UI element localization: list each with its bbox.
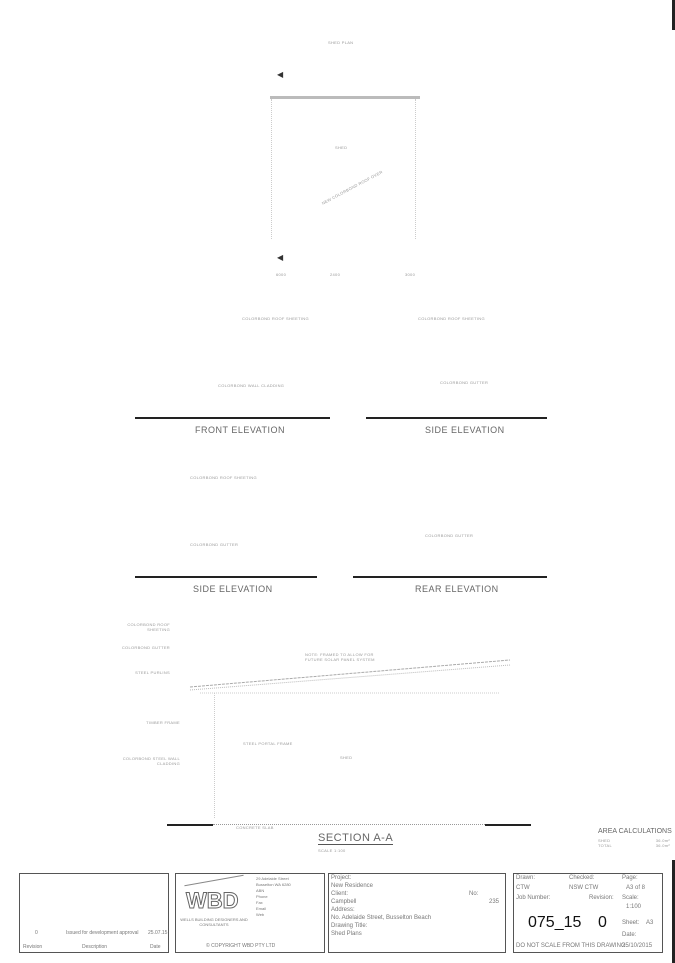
slab-line bbox=[213, 824, 485, 825]
header: Checked: bbox=[569, 875, 595, 881]
header: Revision: bbox=[589, 895, 614, 901]
dimension: 2400 bbox=[330, 272, 341, 277]
area-label: TOTAL bbox=[598, 843, 613, 848]
ground-line bbox=[485, 824, 531, 826]
note: COLORBOND ROOF SHEETING bbox=[127, 622, 170, 632]
project-box: Project: New Residence Client: Campbell … bbox=[328, 873, 506, 953]
plan-wall bbox=[270, 96, 420, 99]
revision-number: 0 bbox=[598, 914, 607, 931]
note: COLORBOND ROOF SHEETING bbox=[418, 316, 485, 321]
section-marker-icon: ◀ bbox=[277, 70, 284, 79]
sheet-edge bbox=[672, 0, 675, 30]
contact-line: Phone bbox=[256, 894, 268, 899]
contact-line: ABN bbox=[256, 888, 265, 893]
scale: 1:100 bbox=[626, 904, 642, 910]
rev-date: 25.07.15 bbox=[148, 930, 168, 936]
header: Address: bbox=[331, 907, 355, 913]
note: COLORBOND GUTTER bbox=[440, 380, 489, 385]
header: Drawn: bbox=[516, 875, 536, 881]
header: Page: bbox=[622, 875, 638, 881]
note: STEEL PORTAL FRAME bbox=[243, 741, 293, 746]
ground-line bbox=[135, 417, 330, 419]
note: NOTE: FRAMED TO ALLOW FOR FUTURE SOLAR P… bbox=[305, 652, 375, 662]
plan-room: SHED bbox=[335, 145, 348, 150]
address: No. Adelaide Street, Busselton Beach bbox=[331, 915, 432, 921]
header: Date: bbox=[622, 932, 637, 938]
client-name: Campbell bbox=[331, 899, 357, 905]
company-name: WELLS BUILDING DESIGNERS AND CONSULTANTS bbox=[180, 917, 248, 927]
note: COLORBOND WALL CLADDING bbox=[218, 383, 285, 388]
revision-box: 0 Issued for development approval 25.07.… bbox=[19, 873, 169, 953]
area-value: 36.0m² bbox=[655, 838, 670, 843]
header: Description bbox=[82, 944, 108, 950]
header: Job Number: bbox=[516, 895, 551, 901]
contact-line: 29 Adelaide Street bbox=[256, 876, 289, 881]
plan-title: SHED PLAN bbox=[328, 40, 354, 45]
header: Date bbox=[150, 944, 161, 950]
area-label: SHED bbox=[598, 838, 611, 843]
front-elevation-title: FRONT ELEVATION bbox=[195, 425, 286, 435]
area-title: AREA CALCULATIONS bbox=[598, 828, 672, 835]
wall-line bbox=[214, 693, 215, 818]
side-elevation-title: SIDE ELEVATION bbox=[193, 584, 273, 594]
roof-line bbox=[189, 659, 511, 694]
note: COLORBOND GUTTER bbox=[425, 533, 474, 538]
contact-line: Fax bbox=[256, 900, 263, 905]
dimension: 3000 bbox=[405, 272, 416, 277]
note: CONCRETE SLAB bbox=[236, 825, 274, 830]
header: Project: bbox=[331, 875, 352, 881]
note: COLORBOND GUTTER bbox=[190, 542, 239, 547]
section-marker-icon: ◀ bbox=[277, 253, 284, 262]
header: Sheet: bbox=[622, 920, 640, 926]
contact-line: Web bbox=[256, 912, 265, 917]
note: STEEL PURLINS bbox=[135, 670, 170, 675]
drawing-title: Shed Plans bbox=[331, 931, 362, 937]
job-box: Drawn: CTW Checked: NSW CTW Page: A3 of … bbox=[513, 873, 663, 953]
side-elevation-title: SIDE ELEVATION bbox=[425, 425, 505, 435]
note: COLORBOND STEEL WALL CLADDING bbox=[122, 756, 180, 766]
wbd-logo: WBD bbox=[186, 888, 240, 914]
header: No: bbox=[469, 891, 479, 897]
sheet: A3 bbox=[646, 920, 654, 926]
project-fields: Project: New Residence Client: Campbell … bbox=[331, 874, 431, 938]
sheet-edge bbox=[672, 860, 675, 963]
company-contact: 29 Adelaide Street Busselton WA 6280 ABN… bbox=[256, 876, 291, 918]
rear-elevation-title: REAR ELEVATION bbox=[415, 584, 499, 594]
rev-number: 0 bbox=[35, 930, 38, 936]
header: Drawing Title: bbox=[331, 923, 368, 929]
lot-number: 235 bbox=[489, 899, 500, 905]
page: A3 of 8 bbox=[626, 885, 646, 891]
section-room: SHED bbox=[340, 755, 353, 760]
checked-by: NSW CTW bbox=[569, 885, 599, 891]
note: COLORBOND ROOF SHEETING bbox=[190, 475, 257, 480]
header: Client: bbox=[331, 891, 349, 897]
ground-line bbox=[167, 824, 213, 826]
ground-line bbox=[353, 576, 547, 578]
header: Revision bbox=[23, 944, 43, 950]
area-table: SHED 36.0m² TOTAL 36.0m² bbox=[598, 838, 670, 848]
copyright: © COPYRIGHT WBD PTY LTD bbox=[206, 943, 276, 949]
section-scale: SCALE 1:100 bbox=[318, 848, 346, 853]
note: COLORBOND ROOF SHEETING bbox=[242, 316, 309, 321]
project-name: New Residence bbox=[331, 883, 374, 889]
logo-roof bbox=[184, 874, 244, 887]
area-value: 36.0m² bbox=[655, 843, 670, 848]
note: COLORBOND GUTTER bbox=[121, 645, 170, 650]
ground-line bbox=[135, 576, 317, 578]
scale-warning: DO NOT SCALE FROM THIS DRAWING bbox=[516, 943, 626, 949]
date: 25/10/2015 bbox=[622, 943, 653, 949]
dimension: 6000 bbox=[276, 272, 287, 277]
contact-line: Busselton WA 6280 bbox=[256, 882, 291, 887]
company-box: WBD WELLS BUILDING DESIGNERS AND CONSULT… bbox=[175, 873, 325, 953]
header: Scale: bbox=[622, 895, 639, 901]
contact-line: Email bbox=[256, 906, 267, 911]
note: TIMBER FRAME bbox=[146, 720, 180, 725]
drawn-by: CTW bbox=[516, 885, 530, 891]
rev-description: Issued for development approval bbox=[66, 930, 139, 936]
plan-outline bbox=[271, 99, 416, 239]
job-number: 075_15 bbox=[528, 914, 582, 931]
section-title: SECTION A-A bbox=[318, 832, 394, 845]
ground-line bbox=[366, 417, 547, 419]
